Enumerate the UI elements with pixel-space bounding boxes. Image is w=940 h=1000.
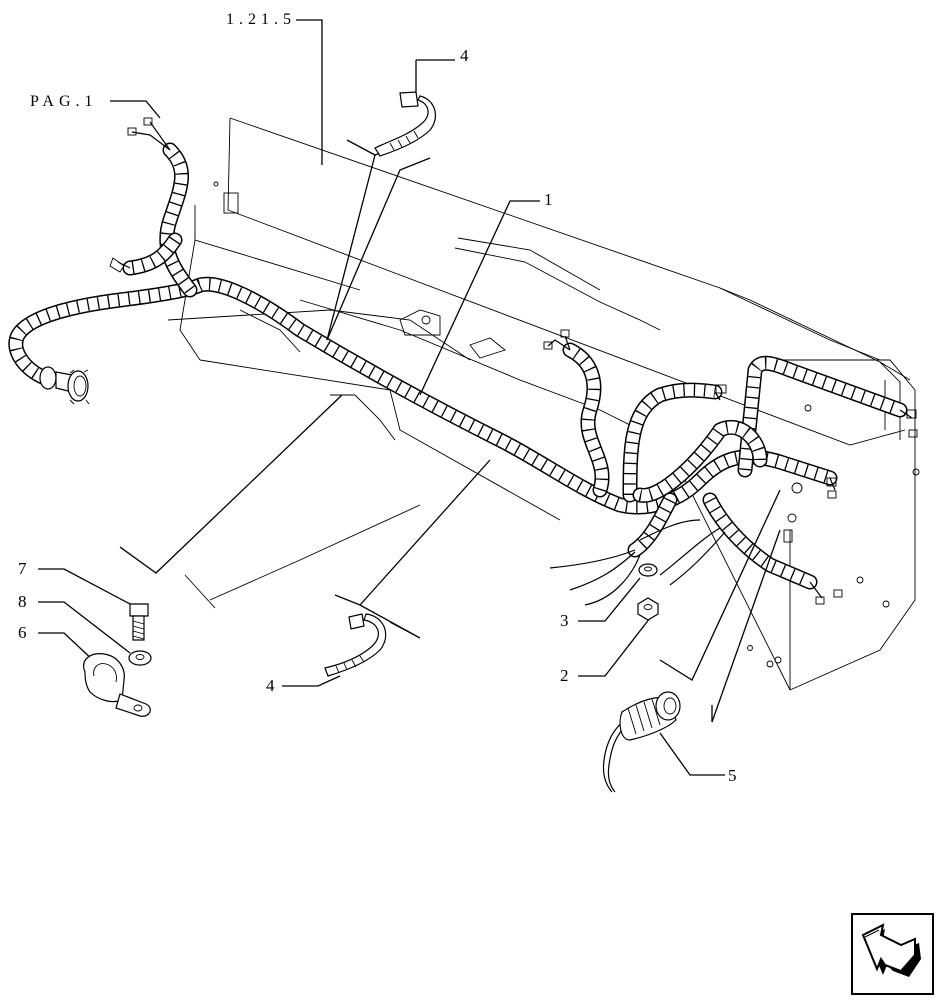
washer [128, 650, 152, 666]
callout-2: 2 [560, 666, 569, 685]
chassis-frame [167, 117, 920, 691]
callout-4-bottom: 4 [266, 676, 275, 695]
bolt [129, 603, 149, 641]
washer-nut-pair [637, 563, 659, 621]
section-ref-label: 1.21.5 [226, 11, 296, 28]
callout-1: 1 [544, 190, 553, 209]
callout-4-top: 4 [460, 46, 469, 65]
callout-3: 3 [560, 611, 569, 630]
main-connector-plug [39, 366, 90, 405]
sensor-plug [602, 691, 681, 793]
callout-8: 8 [18, 592, 27, 611]
callout-labels: 1.21.5 PAG.1 4 1 7 8 6 3 2 4 5 [18, 11, 737, 785]
cable-tie-top [374, 91, 437, 157]
page-ref-label: PAG.1 [30, 93, 98, 110]
return-arrow-icon [861, 923, 921, 977]
callout-7: 7 [18, 559, 27, 578]
callout-5: 5 [728, 766, 737, 785]
return-button[interactable] [851, 913, 934, 995]
cable-tie-bottom [324, 613, 387, 677]
main-wiring-harness [8, 117, 918, 606]
leader-lines [38, 19, 781, 776]
p-clamp [83, 653, 151, 717]
callout-6: 6 [18, 623, 27, 642]
